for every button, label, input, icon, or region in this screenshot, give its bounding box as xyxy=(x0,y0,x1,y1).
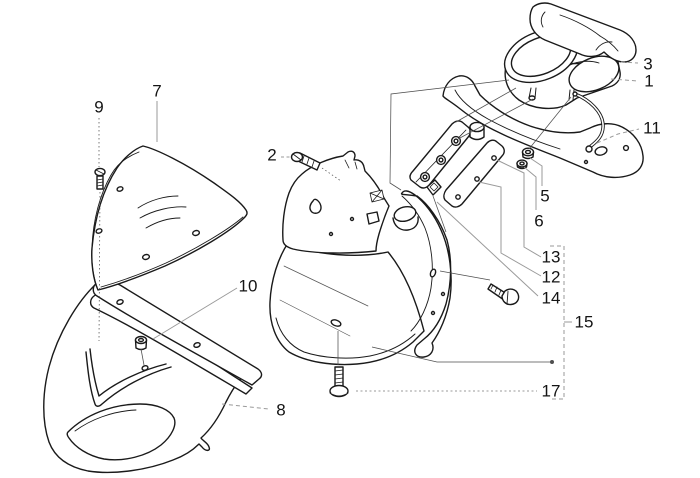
callout-10: 10 xyxy=(238,276,258,296)
speedometer-cable xyxy=(572,91,605,153)
rear-bracket-plate xyxy=(409,120,472,189)
windscreen-screw xyxy=(94,167,106,190)
handlebar-cover-part xyxy=(269,150,452,366)
instrument-lens-cover xyxy=(529,2,637,63)
cover-screw xyxy=(290,151,321,171)
callout-11: 11 xyxy=(643,118,661,138)
front-cowl-part xyxy=(43,280,263,474)
mounting-nuts xyxy=(516,147,535,170)
assembly-axis-lines xyxy=(98,79,572,366)
callout-7: 7 xyxy=(152,81,162,101)
cover-mounting-boss xyxy=(392,205,419,231)
callout-8: 8 xyxy=(276,400,286,420)
callout-1: 1 xyxy=(644,71,654,91)
callout-13: 13 xyxy=(541,247,561,267)
callout-9: 9 xyxy=(94,97,104,117)
callout-leader-lines xyxy=(152,61,640,410)
front-bracket-plate xyxy=(443,139,505,208)
callout-2: 2 xyxy=(267,145,277,165)
square-clip-nut xyxy=(426,179,442,196)
callout-12: 12 xyxy=(541,267,561,287)
cover-bottom-screw xyxy=(329,366,349,398)
callout-15: 15 xyxy=(574,312,594,332)
callout-14: 14 xyxy=(541,288,561,308)
bracket-bolt xyxy=(487,283,520,306)
callout-3: 3 xyxy=(643,54,653,74)
instrument-support-bracket xyxy=(442,75,644,179)
windscreen-part xyxy=(91,145,248,291)
callout-17: 17 xyxy=(541,381,561,401)
well-nut xyxy=(134,335,149,372)
callout-5: 5 xyxy=(540,186,550,206)
callout-6: 6 xyxy=(534,211,544,231)
